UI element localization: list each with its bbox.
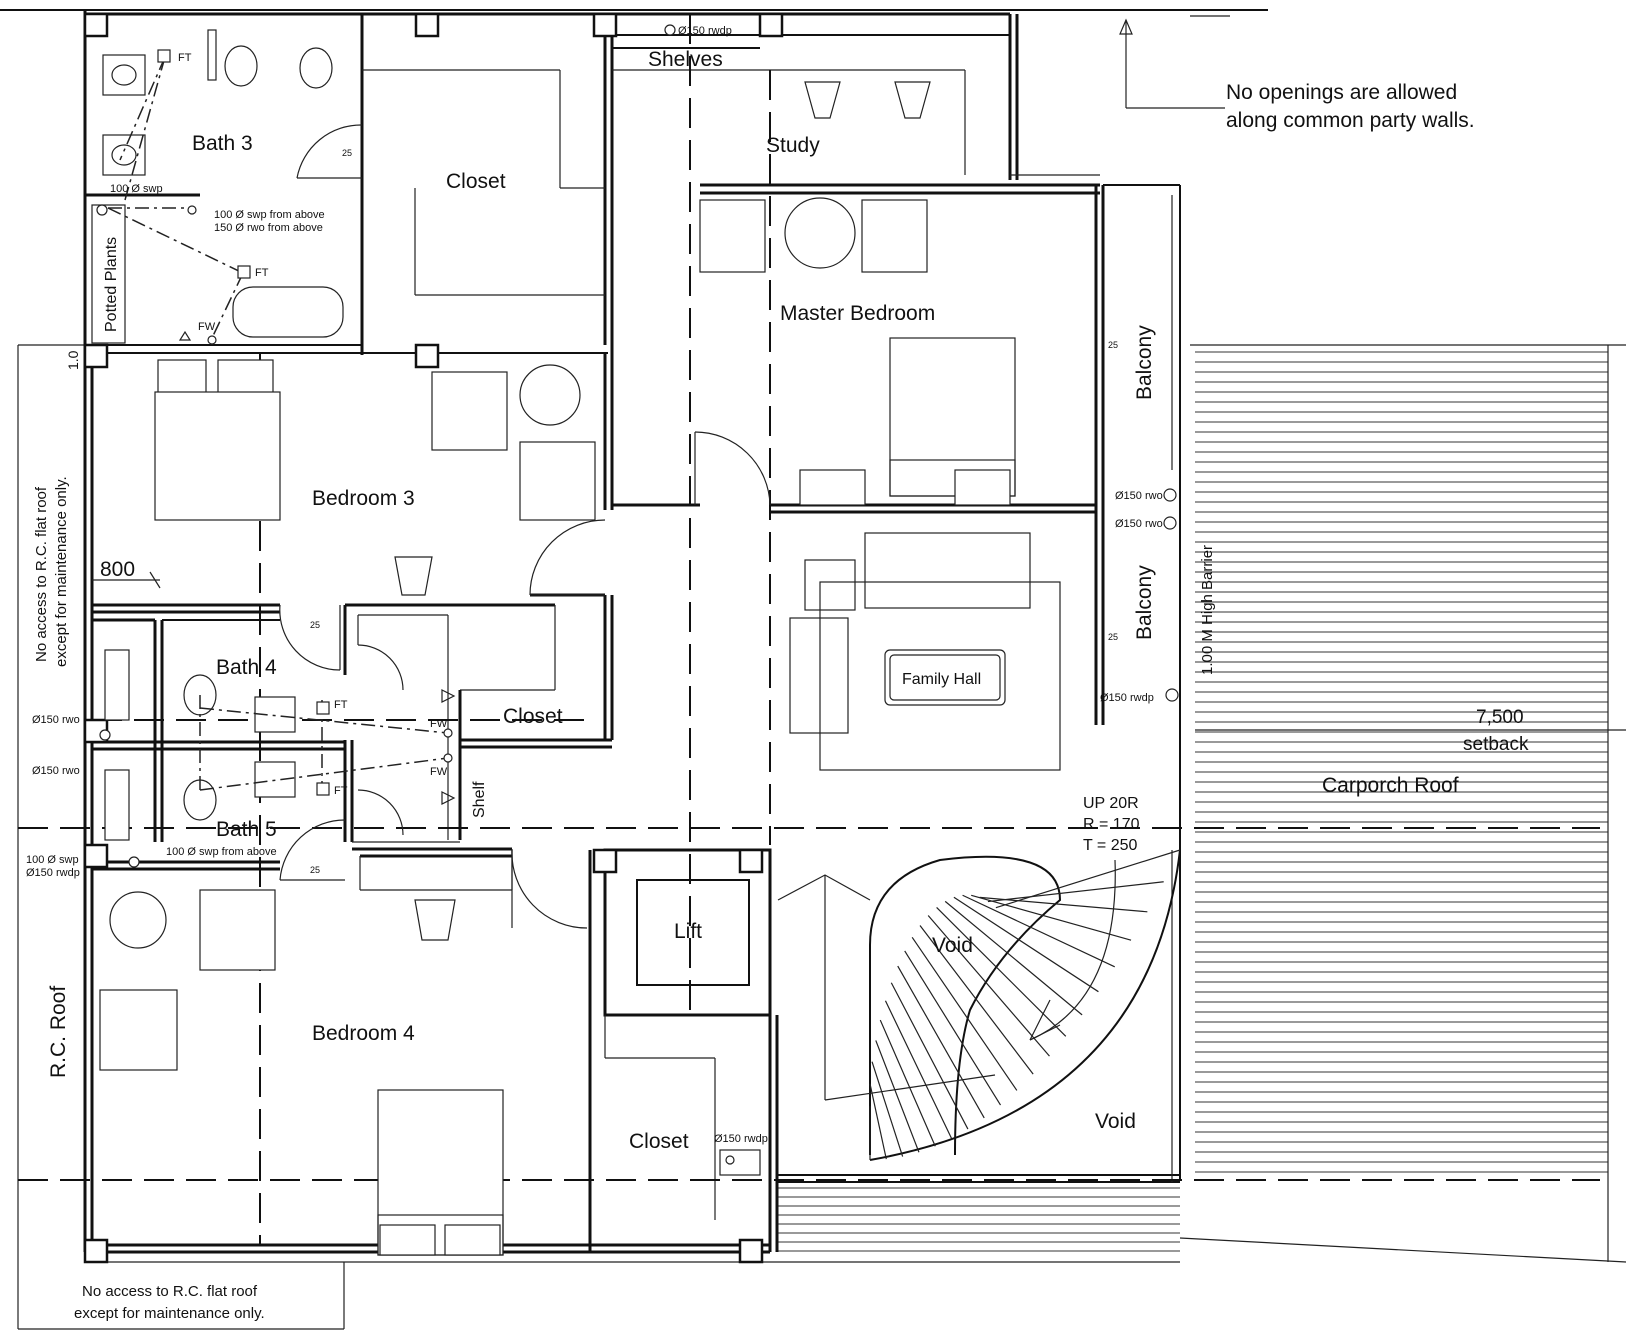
dimensions: 800 1.0 25 25 25 25 25	[65, 148, 1118, 875]
note-stairs-up: UP 20R	[1083, 795, 1139, 812]
pipe-swp-left: 100 Ø swp	[26, 854, 79, 866]
carporch-roof-hatch	[1195, 351, 1608, 1173]
note-stairs-tread: T = 250	[1083, 837, 1138, 854]
note-no-access-left-line1: No access to R.C. flat roof	[33, 486, 50, 662]
label-bedroom4: Bedroom 4	[312, 1022, 415, 1045]
walls	[83, 10, 1181, 1263]
note-setback-value: 7,500	[1476, 707, 1524, 728]
fixture-ft-bath4: FT	[334, 699, 348, 711]
pipe-rwo-left-1: Ø150 rwo	[32, 714, 80, 726]
label-void-bottom: Void	[1095, 1110, 1136, 1133]
label-rc-roof: R.C. Roof	[47, 986, 70, 1078]
note-no-access-left-line2: except for maintenance only.	[53, 476, 70, 667]
note-setback-label: setback	[1463, 734, 1529, 755]
site-lines	[0, 9, 1626, 1330]
label-study: Study	[766, 134, 820, 157]
label-lift: Lift	[674, 920, 702, 943]
dimension-25-bath4: 25	[310, 620, 320, 630]
pipe-swp-bath5: 100 Ø swp from above	[166, 846, 277, 858]
dimension-25-bath5: 25	[310, 865, 320, 875]
pipe-rwo-from-above: 150 Ø rwo from above	[214, 222, 323, 234]
note-barrier: 1.00 M High Barrier	[1199, 545, 1216, 675]
notes: No openings are allowed along common par…	[33, 81, 1529, 1322]
fixture-fw-bath3: FW	[198, 321, 216, 333]
label-carporch-roof: Carporch Roof	[1322, 774, 1459, 797]
label-bath5: Bath 5	[216, 818, 277, 841]
note-party-walls-line2: along common party walls.	[1226, 109, 1475, 132]
pipe-rwo-balcony-1: Ø150 rwo	[1115, 490, 1163, 502]
label-closet-bottom: Closet	[629, 1130, 689, 1153]
pipe-rwo-balcony-2: Ø150 rwo	[1115, 518, 1163, 530]
dimension-800: 800	[100, 558, 135, 581]
label-bath3: Bath 3	[192, 132, 253, 155]
pipe-rwdp-closet: Ø150 rwdp	[714, 1133, 768, 1145]
dimension-25-balcony: 25	[1108, 632, 1118, 642]
pipe-rwdp-left: Ø150 rwdp	[26, 867, 80, 879]
room-labels: Bath 3 Closet Shelves Study Master Bedro…	[47, 48, 1459, 1153]
fixture-fw-bath5: FW	[430, 766, 448, 778]
pipe-rwo-left-2: Ø150 rwo	[32, 765, 80, 777]
spiral-stair	[777, 849, 1181, 1161]
pipe-swp-from-above: 100 Ø swp from above	[214, 209, 325, 221]
dimension-25-bath3: 25	[342, 148, 352, 158]
pipe-rwdp-balcony: Ø150 rwdp	[1100, 692, 1154, 704]
fixture-ft-bath3-tub: FT	[255, 267, 269, 279]
grid-lines	[18, 14, 1600, 1245]
fixture-ft-bath5: FT	[334, 785, 348, 797]
dimension-1-0: 1.0	[65, 350, 81, 370]
label-bath4: Bath 4	[216, 656, 277, 679]
label-shelf: Shelf	[471, 781, 488, 818]
note-stairs-riser: R = 170	[1083, 816, 1140, 833]
label-potted-plants: Potted Plants	[103, 237, 120, 332]
dimension-25-master: 25	[1108, 340, 1118, 350]
label-void-top: Void	[932, 934, 973, 957]
fixture-ft-bath3-top: FT	[178, 52, 192, 64]
label-shelves: Shelves	[648, 48, 723, 71]
label-bedroom3: Bedroom 3	[312, 487, 415, 510]
note-party-walls-line1: No openings are allowed	[1226, 81, 1457, 104]
label-closet-mid: Closet	[503, 705, 563, 728]
pipe-rwdp-top: Ø150 rwdp	[678, 25, 732, 37]
pipe-swp-bath3: 100 Ø swp	[110, 183, 163, 195]
doors	[279, 124, 771, 929]
pipe-labels: Ø150 rwdp 100 Ø swp 100 Ø swp from above…	[26, 25, 1163, 1145]
label-closet-top: Closet	[446, 170, 506, 193]
note-no-access-bottom-line1: No access to R.C. flat roof	[82, 1283, 258, 1300]
lower-roof-hatch	[777, 1187, 1180, 1252]
note-no-access-bottom-line2: except for maintenance only.	[74, 1305, 265, 1322]
fixture-fw-bath4: FW	[430, 718, 448, 730]
plumbing	[96, 18, 1225, 1165]
columns	[83, 12, 784, 1264]
label-family-hall: Family Hall	[902, 671, 981, 688]
fixture-labels: FT FT FW FT FW FT FW	[178, 52, 448, 797]
label-balcony-top: Balcony	[1133, 325, 1156, 400]
label-master-bedroom: Master Bedroom	[780, 302, 935, 325]
label-balcony-mid: Balcony	[1133, 565, 1156, 640]
